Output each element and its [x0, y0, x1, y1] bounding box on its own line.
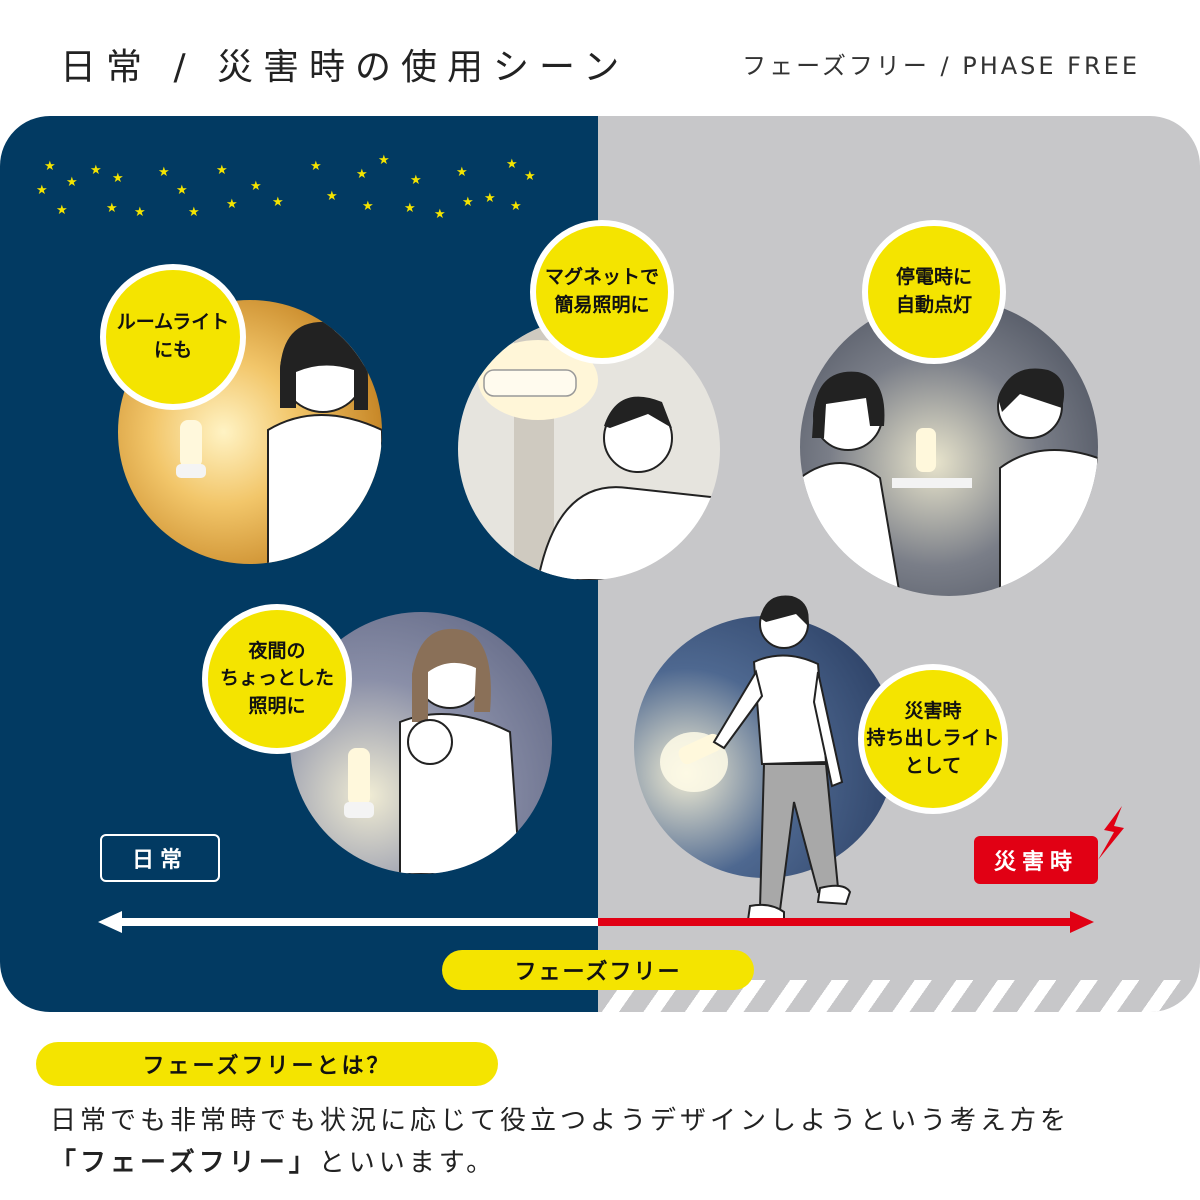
star-icon: ★	[226, 197, 238, 212]
magnet-illustration	[478, 318, 720, 580]
star-icon: ★	[216, 163, 228, 178]
star-icon: ★	[410, 173, 422, 188]
night-bubble: 夜間の ちょっとした 照明に	[202, 604, 352, 754]
disaster-tag: 災害時	[974, 836, 1098, 884]
daily-arrow	[98, 911, 600, 933]
page-title: 日常 / 災害時の使用シーン	[60, 47, 630, 88]
star-icon: ★	[326, 189, 338, 204]
night-illustration	[344, 628, 522, 874]
star-icon: ★	[506, 157, 518, 172]
carry-illustration	[660, 732, 728, 792]
carry-bubble: 災害時 持ち出しライト として	[858, 664, 1008, 814]
what-is-heading: フェーズフリーとは？	[36, 1042, 498, 1086]
magnet-bubble: マグネットで 簡易照明に	[530, 220, 674, 364]
star-icon: ★	[404, 201, 416, 216]
blackout-bubble: 停電時に 自動点灯	[862, 220, 1006, 364]
phase-free-label: フェーズフリー	[442, 950, 754, 990]
star-icon: ★	[378, 153, 390, 168]
magnet-scene	[458, 318, 720, 580]
star-icon: ★	[434, 207, 446, 222]
daily-side	[0, 116, 598, 1012]
star-icon: ★	[44, 159, 56, 174]
room-light-bubble: ルームライト にも	[100, 264, 246, 410]
star-icon: ★	[66, 175, 78, 190]
phase-free-term: 「フェーズフリー」	[50, 1148, 319, 1178]
star-icon: ★	[56, 203, 68, 218]
star-icon: ★	[484, 191, 496, 206]
star-icon: ★	[112, 171, 124, 186]
star-icon: ★	[90, 163, 102, 178]
description-line-2-rest: といいます。	[318, 1148, 497, 1178]
lightning-icon	[1098, 806, 1124, 860]
description-line-2: 「フェーズフリー」といいます。	[50, 1142, 496, 1179]
star-icon: ★	[272, 195, 284, 210]
star-icon: ★	[462, 195, 474, 210]
star-icon: ★	[250, 179, 262, 194]
star-icon: ★	[362, 199, 374, 214]
star-icon: ★	[310, 159, 322, 174]
disaster-arrow	[598, 911, 1094, 933]
star-icon: ★	[510, 199, 522, 214]
star-icon: ★	[524, 169, 536, 184]
star-icon: ★	[188, 205, 200, 220]
page-subtitle: フェーズフリー / PHASE FREE	[742, 52, 1140, 80]
star-icon: ★	[158, 165, 170, 180]
walking-man-illustration	[712, 595, 852, 924]
scene-panel: ★ ★ ★ ★ ★ ★ ★ ★ ★ ★ ★ ★ ★ ★ ★ ★ ★ ★ ★ ★ …	[0, 116, 1200, 1012]
star-icon: ★	[36, 183, 48, 198]
star-icon: ★	[356, 167, 368, 182]
star-icon: ★	[456, 165, 468, 180]
star-icon: ★	[134, 205, 146, 220]
description-line-1: 日常でも非常時でも状況に応じて役立つようデザインしようという考え方を	[50, 1106, 1071, 1136]
star-icon: ★	[176, 183, 188, 198]
star-icon: ★	[106, 201, 118, 216]
daily-tag: 日常	[100, 834, 220, 882]
